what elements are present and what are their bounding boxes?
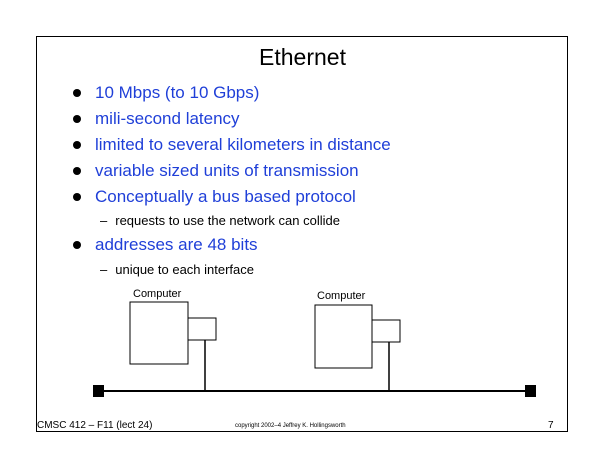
bullet-item: addresses are 48 bits [66, 234, 258, 256]
sub-bullet-item: – requests to use the network can collid… [100, 212, 340, 228]
bullet-item: Conceptually a bus based protocol [66, 186, 356, 208]
bullet-dot-icon [73, 115, 81, 123]
computer-label: Computer [317, 290, 366, 302]
bullet-text: limited to several kilometers in distanc… [95, 135, 391, 154]
footer-course: CMSC 412 – F11 (lect 24) [37, 420, 153, 431]
bullet-dot-icon [73, 89, 81, 97]
computer-label: Computer [133, 288, 182, 300]
bullet-item: limited to several kilometers in distanc… [66, 134, 391, 156]
bullet-item: variable sized units of transmission [66, 160, 359, 182]
sub-bullet-item: – unique to each interface [100, 261, 254, 277]
network-interface-box [371, 319, 401, 343]
bus-terminator-left [93, 385, 104, 397]
sub-bullet-text: requests to use the network can collide [115, 212, 340, 228]
bullet-text: addresses are 48 bits [95, 235, 258, 254]
slide-frame [36, 36, 568, 432]
page-number: 7 [548, 420, 554, 431]
dash-icon: – [100, 261, 108, 277]
bullet-dot-icon [73, 167, 81, 175]
footer-copyright: copyright 2002–4 Jeffrey K. Hollingswort… [235, 423, 346, 429]
bullet-text: variable sized units of transmission [95, 161, 359, 180]
bus-terminator-right [525, 385, 536, 397]
bullet-dot-icon [73, 241, 81, 249]
computer-box [129, 301, 189, 365]
computer-box [314, 304, 373, 369]
bullet-item: 10 Mbps (to 10 Gbps) [66, 82, 259, 104]
sub-bullet-text: unique to each interface [115, 261, 255, 277]
bullet-item: mili-second latency [66, 108, 240, 130]
bullet-text: 10 Mbps (to 10 Gbps) [95, 83, 260, 102]
bullet-text: mili-second latency [95, 109, 240, 128]
dash-icon: – [100, 212, 108, 228]
bullet-dot-icon [73, 193, 81, 201]
bullet-dot-icon [73, 141, 81, 149]
slide-title: Ethernet [259, 44, 346, 70]
bullet-text: Conceptually a bus based protocol [95, 187, 356, 206]
network-interface-box [187, 317, 217, 341]
